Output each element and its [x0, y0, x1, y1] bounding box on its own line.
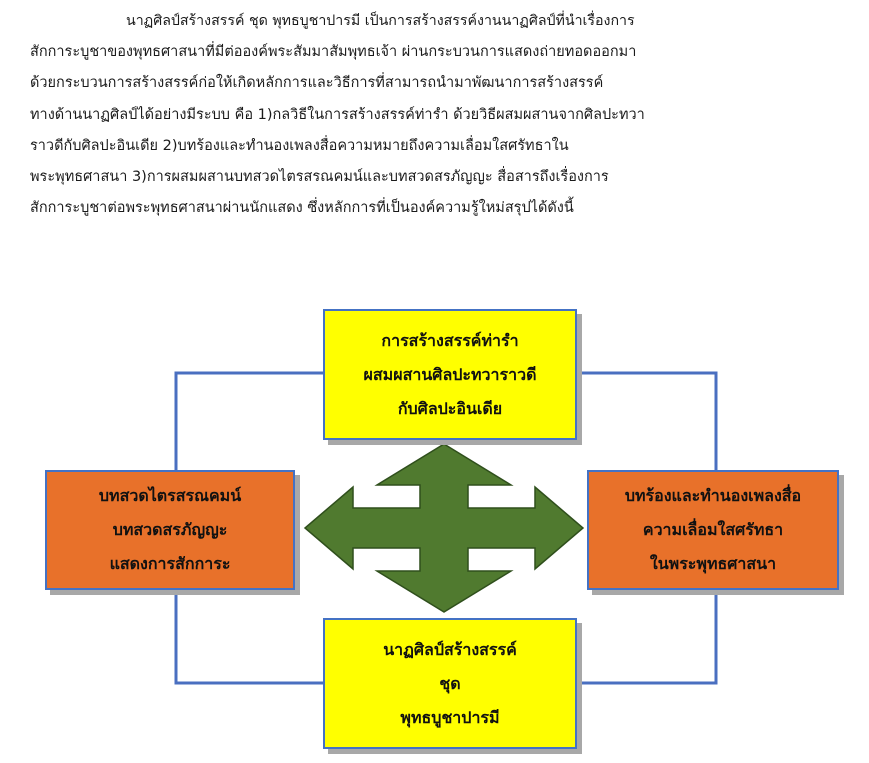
box-line: นาฏศิลป์สร้างสรรค์ [383, 639, 517, 659]
connector-line-top-right [577, 371, 718, 471]
intro-paragraph: นาฏศิลป์สร้างสรรค์ ชุด พุทธบูชาปารมี เป็… [30, 6, 850, 224]
paragraph-line: สักการะบูชาต่อพระพุทธศาสนาผ่านนักแสดง ซึ… [30, 200, 574, 217]
box-song-melody: บทร้องและทำนองเพลงสื่อ ความเลื่อมใสศรัทธ… [587, 470, 839, 590]
paragraph-line: ด้วยกระบวนการสร้างสรรค์ก่อให้เกิดหลักการ… [30, 75, 604, 92]
box-line: การสร้างสรรค์ท่ารำ [381, 330, 519, 350]
paragraph-line: นาฏศิลป์สร้างสรรค์ ชุด พุทธบูชาปารมี เป็… [126, 13, 635, 29]
box-line: ความเลื่อมใสศรัทธา [642, 520, 784, 539]
box-line: พุทธบูชาปารมี [400, 707, 500, 727]
box-line: ผสมผสานศิลปะทวาราวดี [363, 364, 537, 384]
box-line: บทสวดไตรสรณคมน์ [98, 486, 242, 505]
connector-line-top-left [174, 371, 323, 471]
paragraph-line: ราวดีกับศิลปะอินเดีย 2)บทร้องและทำนองเพล… [30, 137, 569, 154]
connector-line-bottom-left [174, 590, 323, 685]
box-line: บทสวดสรภัญญะ [112, 520, 228, 539]
box-line: ในพระพุทธศาสนา [649, 554, 777, 573]
paragraph-line: ทางด้านนาฏศิลป์ได้อย่างมีระบบ คือ 1)กลวิ… [30, 106, 645, 123]
four-way-arrow-icon [303, 443, 585, 613]
paragraph-line: สักการะบูชาของพุทธศาสนาที่มีต่อองค์พระสั… [30, 44, 637, 61]
box-performance-title: นาฏศิลป์สร้างสรรค์ ชุด พุทธบูชาปารมี [323, 618, 577, 749]
box-dance-creation: การสร้างสรรค์ท่ารำ ผสมผสานศิลปะทวาราวดี … [323, 309, 577, 440]
box-line: บทร้องและทำนองเพลงสื่อ [624, 486, 802, 505]
connector-line-bottom-right [577, 590, 718, 685]
box-line: ชุด [439, 673, 461, 693]
box-line: กับศิลปะอินเดีย [397, 398, 503, 418]
paragraph-line: พระพุทธศาสนา 3)การผสมผสานบทสวดไตรสรณคมน์… [30, 169, 609, 186]
box-line: แสดงการสักการะ [109, 554, 231, 573]
box-chanting: บทสวดไตรสรณคมน์ บทสวดสรภัญญะ แสดงการสักก… [45, 470, 295, 590]
